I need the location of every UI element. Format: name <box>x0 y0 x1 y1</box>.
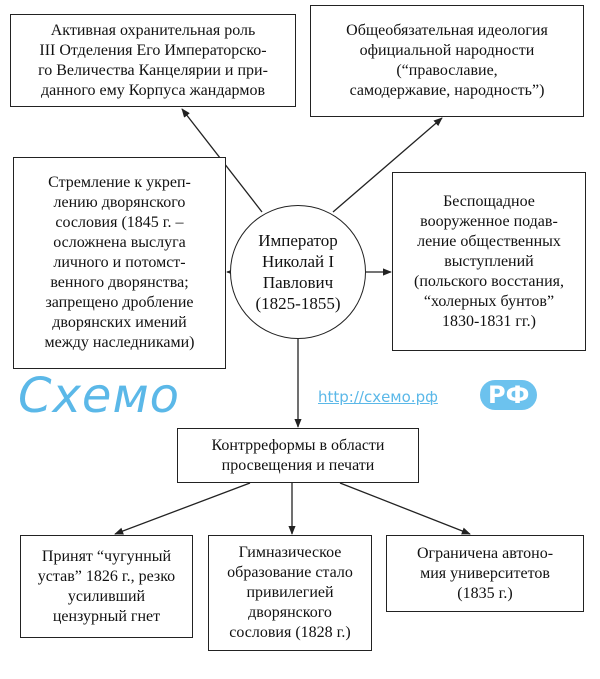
text-line: осложнена выслуга <box>53 234 186 251</box>
text-line: го Величества Канцелярии и при- <box>38 61 268 79</box>
text-line: Ограничена автоно- <box>416 544 554 562</box>
box-official-nationality: Общеобязательная идеология официальной на… <box>310 5 584 117</box>
text-line: официальной народности <box>359 42 535 59</box>
text-line: венного дворянства; <box>50 274 189 291</box>
arrow-to-bottom-left <box>114 482 251 535</box>
box-gymnasium-education: Гимназическое образование стало привилегие… <box>208 535 372 651</box>
text-line: устав” 1826 г., резко <box>37 567 176 585</box>
text-line: мия университетов <box>420 564 550 582</box>
text-line: Гимназическое <box>238 544 342 561</box>
text-line: дворянских имений <box>52 314 187 331</box>
arrow-to-bottom-right <box>339 482 471 535</box>
text-line: 1830-1831 гг.) <box>442 312 536 330</box>
text-line: усиливший <box>67 587 146 605</box>
text-line: лению дворянского <box>53 194 186 211</box>
text-line: цензурный гнет <box>52 607 161 625</box>
text-line: сословия (1845 г. – <box>55 214 184 231</box>
box-university-autonomy: Ограничена автоно-мия университетов (1835… <box>386 535 584 612</box>
text-line: запрещено дробление <box>45 294 194 311</box>
text-line: Принят “чугунный <box>41 547 172 565</box>
text-line: личного и потомст- <box>53 254 186 271</box>
box-suppression: Беспощадное вооруженное подав-ление общес… <box>392 172 586 351</box>
text-line: Общеобязательная идеология <box>346 22 548 39</box>
text-line: самодержавие, народность”) <box>349 82 545 99</box>
text-line: вооруженное подав- <box>420 212 558 230</box>
text-line: Павлович <box>262 273 334 292</box>
box-cast-iron-charter: Принят “чугунный устав” 1826 г., резко уси… <box>20 535 193 638</box>
text-line: (1835 г.) <box>457 584 513 602</box>
text-line: III Отделения Его Императорско- <box>39 41 267 59</box>
box-counter-reforms: Контрреформы в области просвещения и печа… <box>177 428 419 483</box>
box-nobility-strengthening: Стремление к укреп-лению дворянского сосл… <box>13 157 226 369</box>
text-line: Стремление к укреп- <box>48 174 191 191</box>
text-line: образование стало <box>227 564 353 581</box>
text-line: Беспощадное <box>443 192 535 210</box>
text-line: Николай I <box>261 252 335 271</box>
text-line: ление общественных <box>417 232 561 250</box>
text-line: выступлений <box>444 252 534 270</box>
text-line: (1825-1855) <box>255 294 341 313</box>
text-line: между наследниками) <box>44 334 195 351</box>
text-line: привилегией <box>246 584 334 601</box>
text-line: (“православие, <box>396 62 498 79</box>
text-line: просвещения и печати <box>221 456 375 474</box>
text-line: Контрреформы в области <box>211 436 385 454</box>
arrow-to-top-right <box>332 117 443 213</box>
text-line: дворянского <box>248 604 332 621</box>
text-line: Император <box>258 231 338 250</box>
text-line: данного ему Корпуса жандармов <box>41 81 265 99</box>
text-line: “холерных бунтов” <box>423 292 555 310</box>
text-line: Активная охранительная роль <box>50 21 256 39</box>
text-line: сословия (1828 г.) <box>229 624 351 641</box>
text-line: (польского восстания, <box>413 272 564 290</box>
